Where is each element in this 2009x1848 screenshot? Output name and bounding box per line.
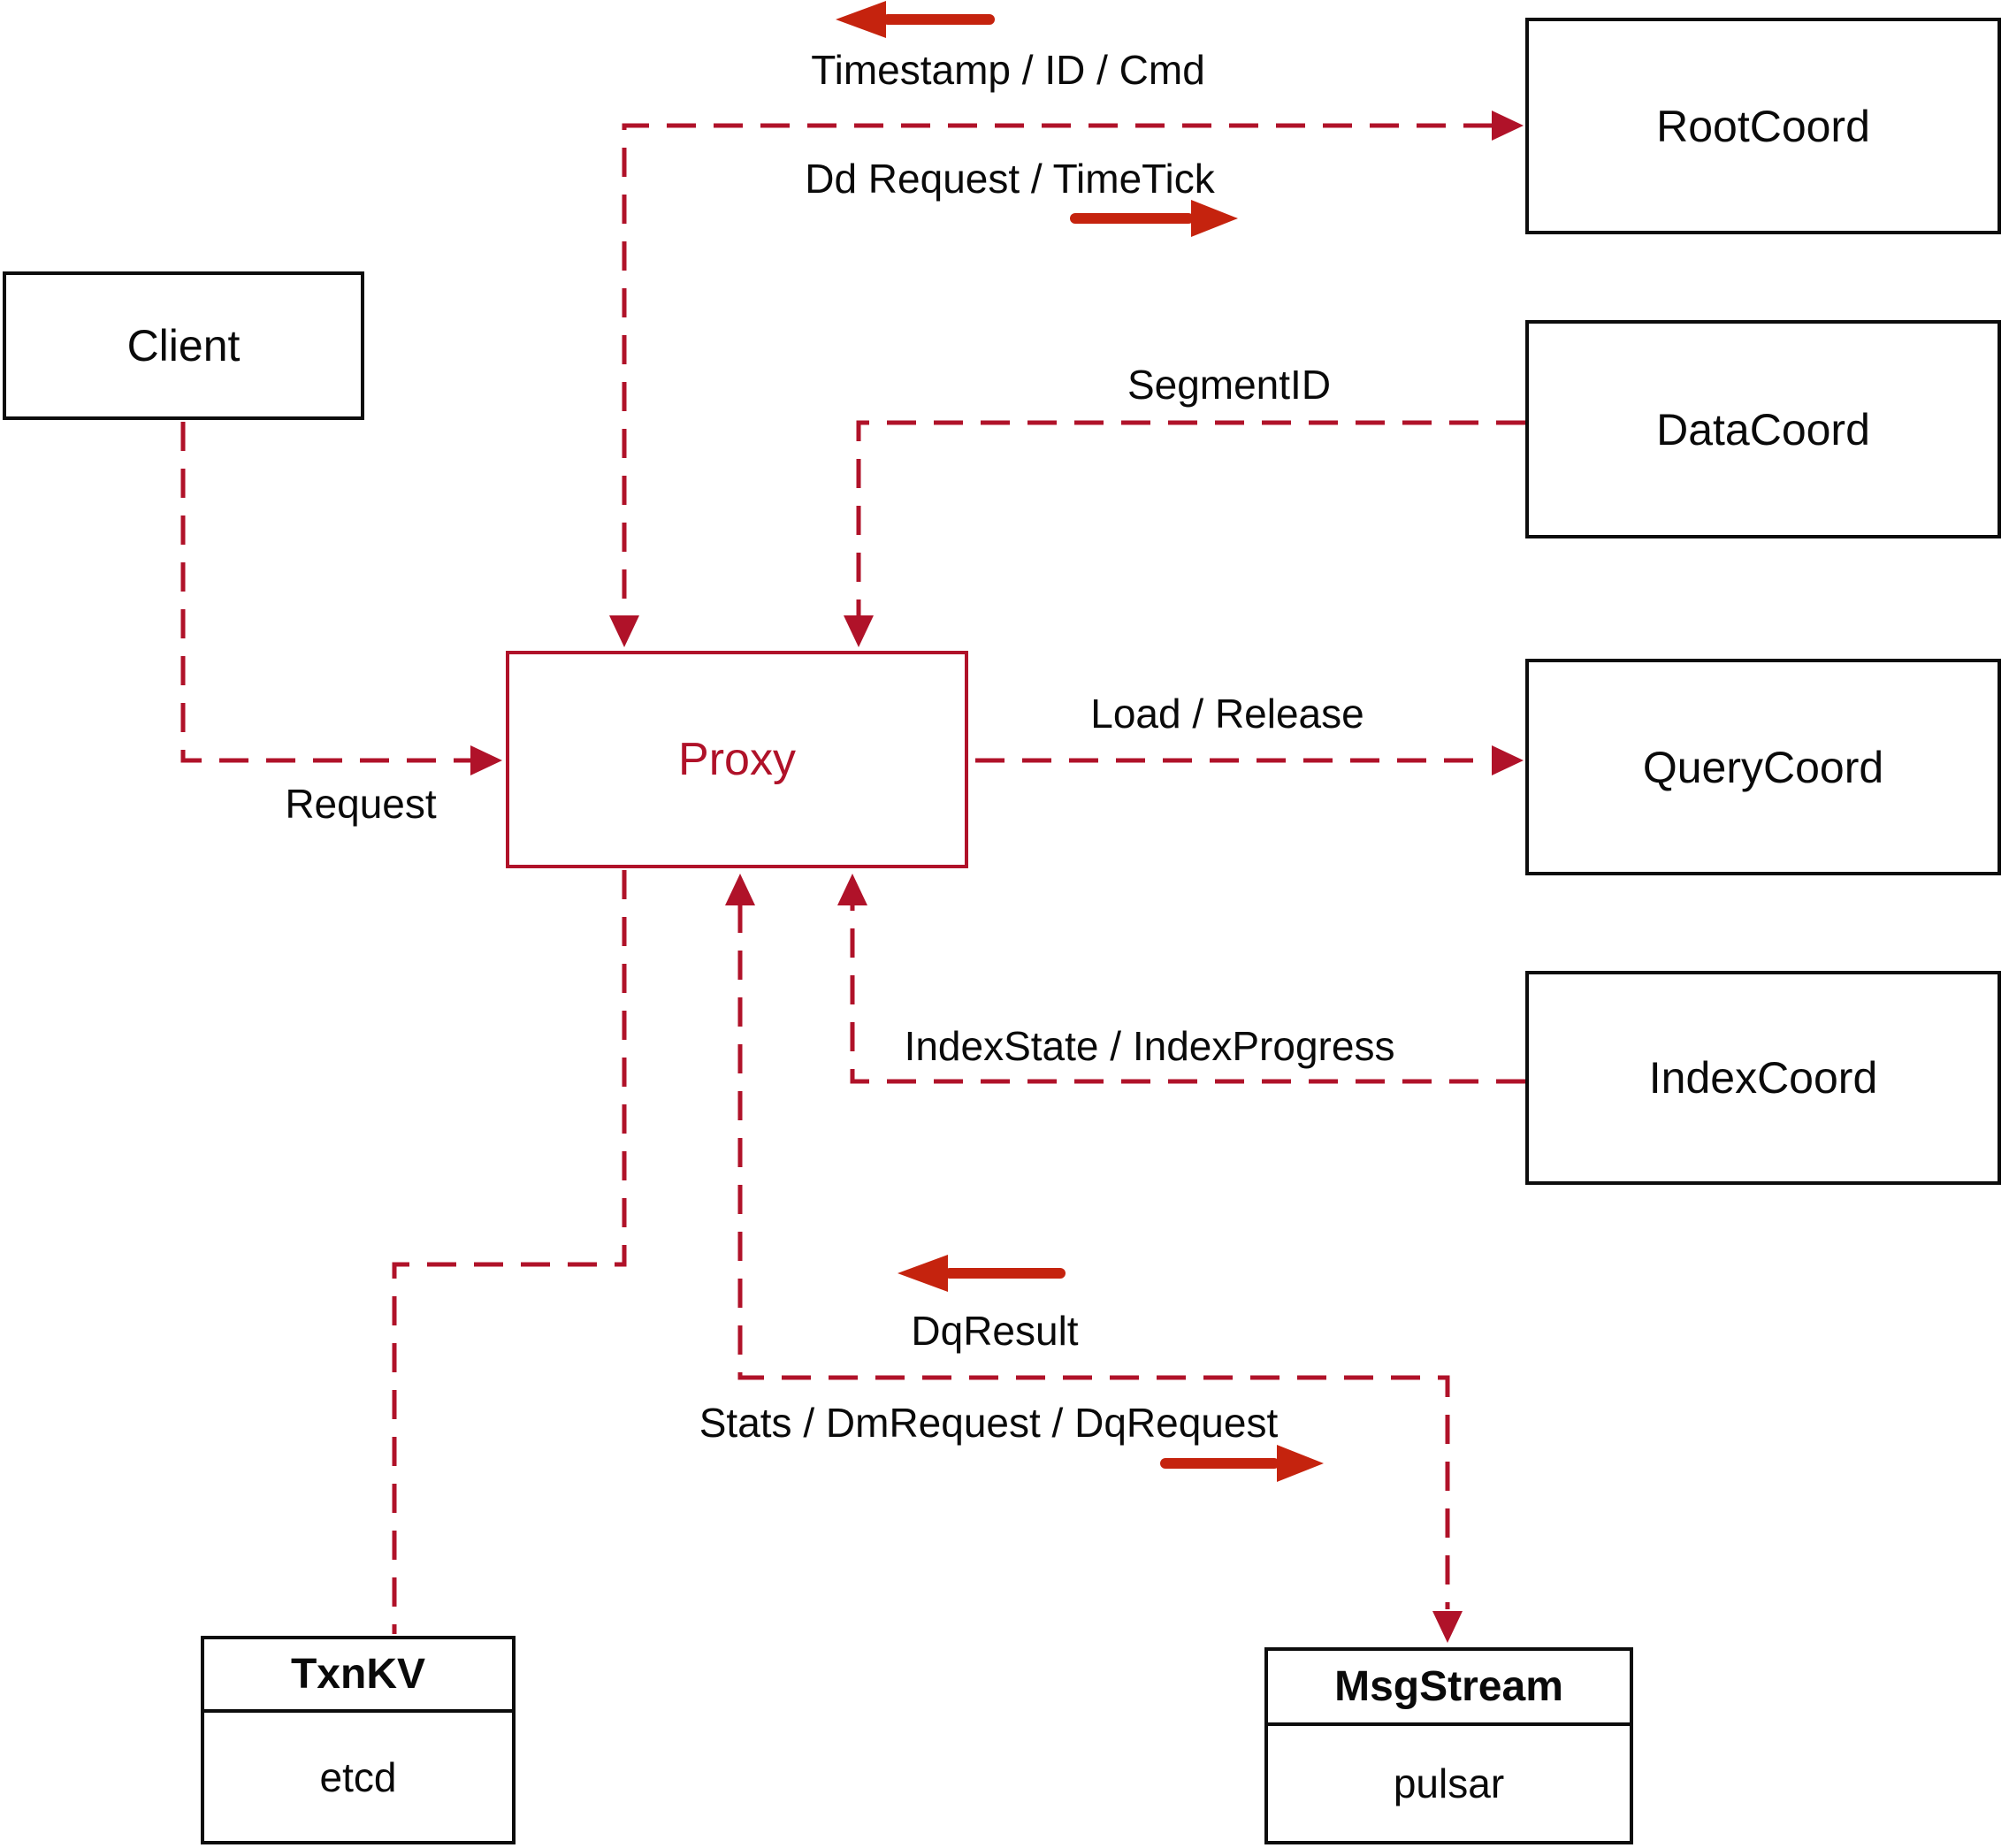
flow-arrow-right-stats-icon xyxy=(1160,1445,1324,1482)
node-indexcoord-label: IndexCoord xyxy=(1648,1053,1878,1103)
flow-arrow-right-dd-icon xyxy=(1070,200,1238,237)
node-indexcoord: IndexCoord xyxy=(1525,971,2001,1185)
node-querycoord-label: QueryCoord xyxy=(1642,742,1884,792)
edge-label-segmentid: SegmentID xyxy=(1127,362,1332,408)
arrowhead-into-proxy-bottom-right xyxy=(837,874,867,905)
node-txnkv-subtitle: etcd xyxy=(319,1753,397,1800)
arrowhead-into-msgstream xyxy=(1432,1611,1463,1643)
edge-label-stats-dmrequest-dqrequest: Stats / DmRequest / DqRequest xyxy=(699,1400,1279,1446)
arrowhead-into-rootcoord xyxy=(1492,111,1524,141)
edge-label-dd-request-timetick: Dd Request / TimeTick xyxy=(805,156,1215,202)
edge-proxy-txnkv xyxy=(392,870,627,1634)
arrowhead-into-proxy-bottom-mid xyxy=(725,874,755,905)
node-rootcoord-label: RootCoord xyxy=(1656,101,1870,151)
node-proxy: Proxy xyxy=(506,651,968,868)
flow-arrow-left-dqresult-icon xyxy=(898,1255,1066,1292)
node-client: Client xyxy=(3,271,364,420)
edge-label-load-release: Load / Release xyxy=(1090,691,1364,737)
node-client-label: Client xyxy=(126,321,241,370)
arrowhead-into-proxy-top-left xyxy=(609,615,639,647)
arrowhead-into-proxy-top-right xyxy=(844,615,874,647)
node-datacoord: DataCoord xyxy=(1525,320,2001,538)
edge-indexcoord-proxy xyxy=(850,904,1525,1084)
node-datacoord-label: DataCoord xyxy=(1656,404,1870,454)
edge-label-timestamp-id-cmd: Timestamp / ID / Cmd xyxy=(811,47,1205,93)
flow-arrow-left-top-icon xyxy=(836,1,995,38)
node-proxy-label: Proxy xyxy=(678,734,796,785)
node-msgstream-title: MsgStream xyxy=(1268,1651,1630,1726)
edge-datacoord-proxy xyxy=(856,420,1525,619)
edge-label-indexstate-indexprogress: IndexState / IndexProgress xyxy=(904,1023,1395,1069)
edge-proxy-msgstream xyxy=(737,904,1450,1609)
arrowhead-into-proxy-left xyxy=(470,745,502,775)
node-txnkv: TxnKV etcd xyxy=(201,1636,516,1844)
edge-label-request: Request xyxy=(285,781,437,827)
arrowhead-into-querycoord xyxy=(1492,745,1524,775)
node-txnkv-title: TxnKV xyxy=(204,1639,512,1713)
edge-client-proxy xyxy=(180,422,470,763)
node-msgstream: MsgStream pulsar xyxy=(1264,1647,1633,1844)
node-msgstream-subtitle: pulsar xyxy=(1393,1760,1505,1806)
edge-proxy-rootcoord xyxy=(622,123,1493,619)
node-querycoord: QueryCoord xyxy=(1525,659,2001,875)
node-rootcoord: RootCoord xyxy=(1525,18,2001,234)
edge-label-dqresult: DqResult xyxy=(911,1308,1079,1354)
